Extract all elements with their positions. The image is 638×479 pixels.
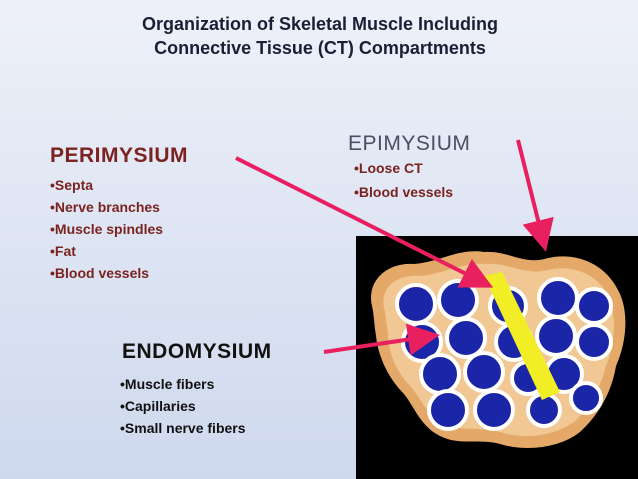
- epimysium-arrow: [516, 139, 554, 252]
- list-item: •Blood vessels: [50, 265, 150, 281]
- list-item: •Muscle spindles: [50, 221, 164, 237]
- muscle-fiber: [437, 279, 479, 321]
- list-item: •Small nerve fibers: [120, 420, 246, 436]
- list-item: •Loose CT: [354, 160, 423, 176]
- epimysium-list: •Loose CT •Blood vessels: [354, 156, 453, 204]
- muscle-fiber: [575, 323, 613, 361]
- slide-title: Organization of Skeletal Muscle Includin…: [60, 12, 580, 60]
- muscle-fiber: [575, 287, 613, 325]
- muscle-fiber: [535, 315, 577, 357]
- muscle-fiber: [537, 277, 579, 319]
- muscle-fiber: [569, 381, 603, 415]
- title-line-1: Organization of Skeletal Muscle Includin…: [141, 14, 499, 34]
- endomysium-heading: ENDOMYSIUM: [122, 340, 272, 363]
- title-line-2: Connective Tissue (CT) Compartments: [154, 38, 486, 58]
- list-item: •Capillaries: [120, 398, 196, 414]
- list-item: •Blood vessels: [354, 184, 454, 200]
- muscle-fiber: [427, 389, 469, 431]
- perimysium-list: •Septa •Nerve branches •Muscle spindles …: [50, 174, 163, 284]
- muscle-fiber: [473, 389, 515, 431]
- list-item: •Muscle fibers: [120, 376, 215, 392]
- list-item: •Nerve branches: [50, 199, 160, 215]
- muscle-fiber: [419, 353, 461, 395]
- muscle-fiber: [445, 317, 487, 359]
- perimysium-heading: PERIMYSIUM: [50, 144, 189, 167]
- list-item: •Septa: [50, 177, 94, 193]
- endomysium-list: •Muscle fibers •Capillaries •Small nerve…: [120, 373, 246, 439]
- muscle-fiber: [395, 283, 437, 325]
- list-item: •Fat: [50, 243, 76, 259]
- perimysium-arrow: [235, 156, 494, 288]
- endomysium-arrow: [323, 323, 440, 356]
- epimysium-heading: EPIMYSIUM: [348, 132, 471, 155]
- muscle-fiber: [463, 351, 505, 393]
- perimysium-septum: [484, 272, 560, 400]
